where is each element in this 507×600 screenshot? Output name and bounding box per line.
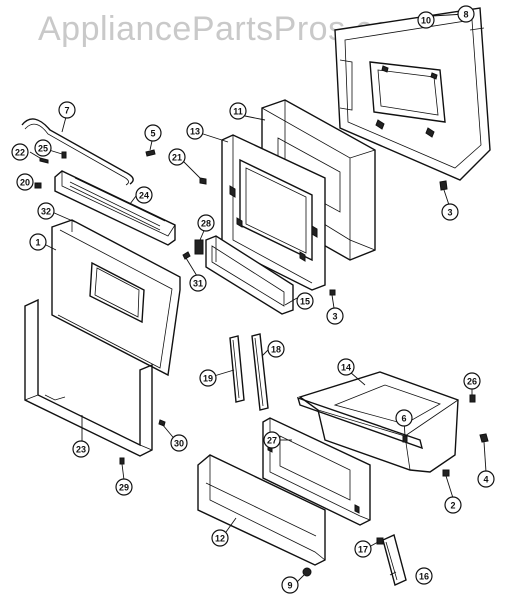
callout-5: 5 <box>144 124 162 142</box>
callout-16: 16 <box>415 567 433 585</box>
callout-26: 26 <box>463 372 481 390</box>
svg-text:16: 16 <box>419 572 429 582</box>
part-outer-door-panel <box>334 7 491 181</box>
callout-9: 9 <box>281 576 299 594</box>
callout-31: 31 <box>189 274 207 292</box>
callout-24: 24 <box>135 186 153 204</box>
part-oven-window <box>205 235 294 315</box>
svg-text:27: 27 <box>267 436 277 446</box>
svg-text:13: 13 <box>190 127 200 137</box>
svg-text:28: 28 <box>201 219 211 229</box>
svg-text:30: 30 <box>174 439 184 449</box>
svg-text:32: 32 <box>41 207 51 217</box>
part-door-gaskets <box>229 333 269 411</box>
callout-11: 11 <box>229 102 247 120</box>
svg-text:7: 7 <box>64 106 69 116</box>
svg-text:21: 21 <box>172 153 182 163</box>
part-control-panel-trim <box>54 170 176 246</box>
svg-text:26: 26 <box>467 377 477 387</box>
svg-text:2: 2 <box>450 501 455 511</box>
svg-text:24: 24 <box>139 191 149 201</box>
svg-text:3: 3 <box>332 312 337 322</box>
svg-text:6: 6 <box>401 414 406 424</box>
svg-text:15: 15 <box>300 297 310 307</box>
part-main-door <box>51 219 181 377</box>
svg-text:4: 4 <box>483 475 488 485</box>
callout-3b: 3 <box>326 307 344 325</box>
svg-text:14: 14 <box>341 363 351 373</box>
callout-12: 12 <box>211 529 229 547</box>
callout-6: 6 <box>395 409 413 427</box>
callout-1: 1 <box>29 233 47 251</box>
part-inner-door-frame <box>221 134 326 291</box>
svg-text:3: 3 <box>447 208 452 218</box>
callout-8: 8 <box>457 5 475 23</box>
svg-text:22: 22 <box>15 148 25 158</box>
callout-32: 32 <box>37 202 55 220</box>
callout-3a: 3 <box>441 203 459 221</box>
part-drawer-back-panel <box>262 417 371 526</box>
callout-18: 18 <box>267 340 285 358</box>
svg-text:17: 17 <box>358 545 368 555</box>
callout-27: 27 <box>263 431 281 449</box>
callout-17: 17 <box>354 540 372 558</box>
callout-15: 15 <box>296 292 314 310</box>
svg-text:20: 20 <box>20 178 30 188</box>
svg-text:25: 25 <box>38 144 48 154</box>
svg-text:12: 12 <box>215 534 225 544</box>
part-side-panel <box>382 534 407 586</box>
callout-2: 2 <box>444 496 462 514</box>
part-drawer-front <box>197 454 326 566</box>
svg-text:8: 8 <box>463 10 468 20</box>
svg-text:23: 23 <box>76 445 86 455</box>
svg-text:31: 31 <box>193 279 203 289</box>
callout-21: 21 <box>168 148 186 166</box>
svg-text:19: 19 <box>203 374 213 384</box>
svg-text:18: 18 <box>271 345 281 355</box>
callout-22: 22 <box>11 143 29 161</box>
part-small-hardware <box>34 149 489 577</box>
svg-text:1: 1 <box>35 238 40 248</box>
callout-13: 13 <box>186 122 204 140</box>
callout-20: 20 <box>16 173 34 191</box>
callout-25: 25 <box>34 139 52 157</box>
svg-text:9: 9 <box>287 581 292 591</box>
svg-text:29: 29 <box>119 483 129 493</box>
svg-text:5: 5 <box>150 129 155 139</box>
part-handle-rod <box>21 118 134 186</box>
callout-29: 29 <box>115 478 133 496</box>
leader-lines <box>29 13 487 583</box>
callout-23: 23 <box>72 440 90 458</box>
callout-4: 4 <box>477 470 495 488</box>
svg-text:11: 11 <box>233 107 243 117</box>
callout-7: 7 <box>58 101 76 119</box>
callout-14: 14 <box>337 358 355 376</box>
callout-19: 19 <box>199 369 217 387</box>
callout-30: 30 <box>170 434 188 452</box>
svg-text:10: 10 <box>421 16 431 26</box>
part-door-frame-lower <box>24 298 153 457</box>
callout-10: 10 <box>417 11 435 29</box>
callout-28: 28 <box>197 214 215 232</box>
